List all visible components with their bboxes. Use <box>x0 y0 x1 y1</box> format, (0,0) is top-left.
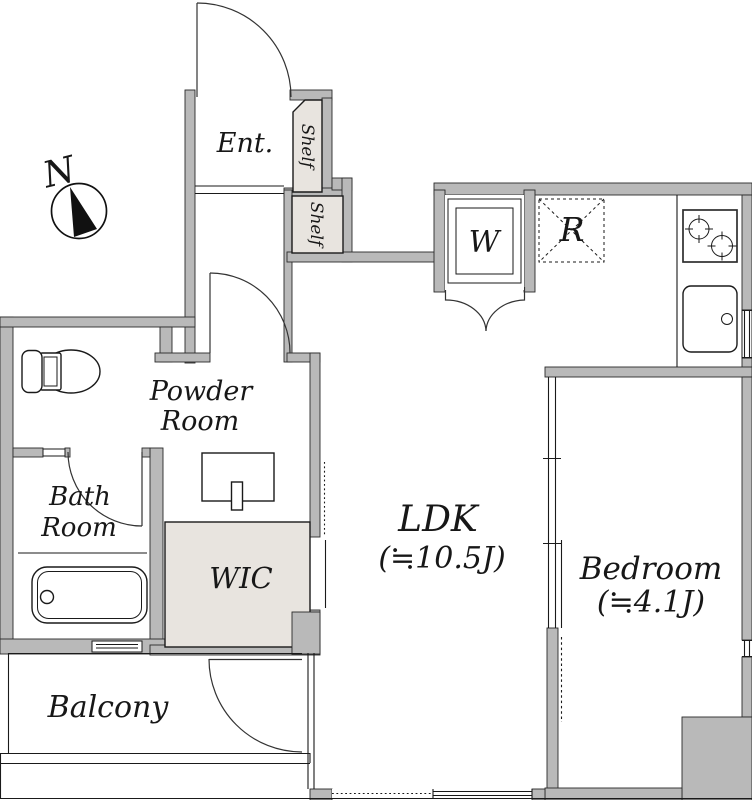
bath-room-door-arc <box>67 451 143 527</box>
balcony-label: Balcony <box>47 690 170 725</box>
balcony-door-wall <box>307 653 315 789</box>
bath-vent-icon <box>91 640 143 653</box>
shelf-upper-label: Shelf <box>297 124 317 171</box>
windows <box>42 309 752 798</box>
sink-icon <box>682 285 738 353</box>
wic-area <box>164 521 311 648</box>
bedroom-size-label: (≒4.1J) <box>597 585 705 620</box>
washer-label: W <box>469 225 502 260</box>
ldk-size-label: (≒10.5J) <box>378 541 505 576</box>
washer-icon <box>445 195 524 290</box>
doors <box>67 2 526 753</box>
ldk-label: LDK <box>397 499 480 540</box>
powder-room-door-arc <box>209 272 291 354</box>
entrance-step-line <box>195 185 284 195</box>
shelf-lower-label: Shelf <box>306 202 326 249</box>
bathtub-icon <box>31 566 148 624</box>
balcony-door-arc <box>208 658 303 753</box>
bath-window-icon <box>42 448 66 457</box>
washer-closet-doors <box>444 287 526 332</box>
north-compass-icon <box>50 182 108 240</box>
toilet-icon <box>21 349 101 394</box>
boundary-lines <box>0 185 752 800</box>
fixtures <box>21 182 738 624</box>
entrance-door-arc <box>196 2 292 98</box>
wic-label: WIC <box>209 561 272 595</box>
powder-room-label-line1: Powder <box>149 376 255 407</box>
balcony-outline <box>7 652 302 753</box>
shelf-lower-area <box>291 195 344 254</box>
refrigerator-icon <box>538 198 605 263</box>
refrigerator-label: R <box>559 210 585 249</box>
entrance-label: Ent. <box>216 128 274 159</box>
stove-icon <box>682 209 738 263</box>
north-label: N <box>38 149 81 197</box>
storage-areas <box>164 99 344 655</box>
powder-room-label-line2: Room <box>160 406 239 437</box>
sliding-door-track <box>543 377 563 722</box>
bedroom-label: Bedroom <box>579 551 723 587</box>
kitchen-window-icon <box>741 309 752 359</box>
bedroom-window-icon <box>742 639 752 658</box>
balcony-outer-edge <box>0 753 752 800</box>
washbasin-icon <box>201 452 275 511</box>
labels: N Ent. Shelf Shelf W R Powder Room Bath … <box>38 124 722 725</box>
balcony-railing <box>0 752 311 765</box>
shelf-upper-area <box>292 99 323 193</box>
bath-room-label-line1: Bath <box>48 482 111 512</box>
bath-room-label-line2: Room <box>40 513 117 543</box>
ldk-window-icon <box>332 789 533 798</box>
